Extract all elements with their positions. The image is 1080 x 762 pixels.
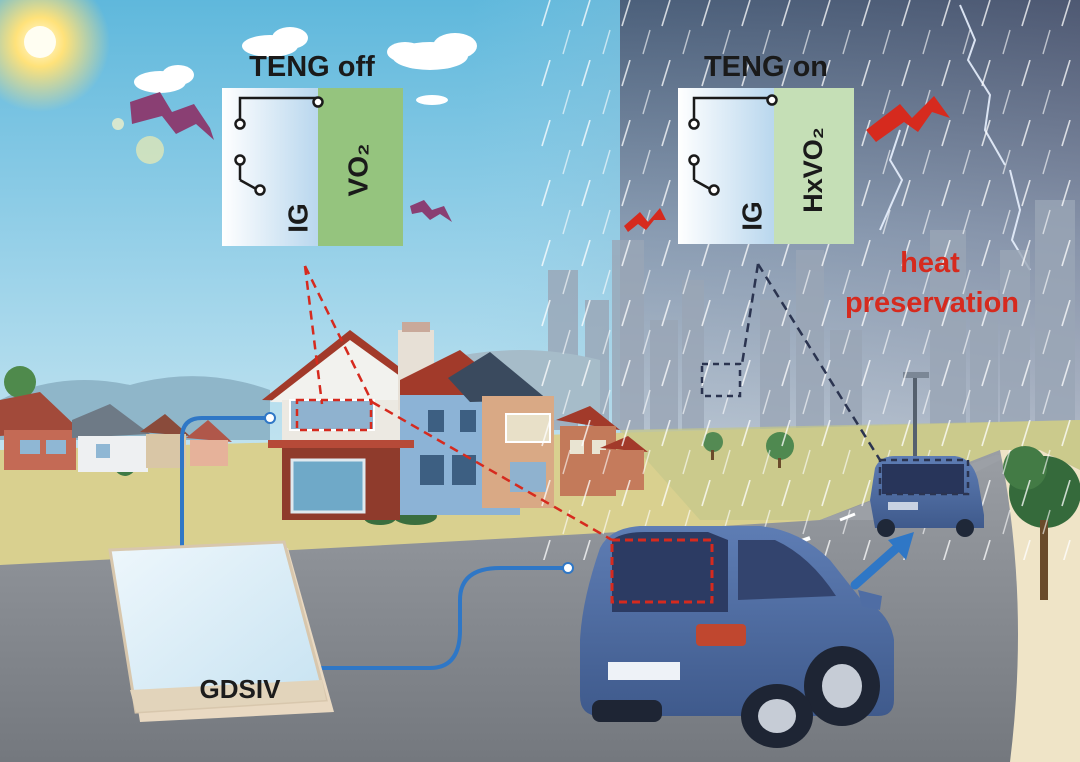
gdsiv-panel: GDSIV — [108, 540, 334, 722]
distant-car-window-highlight — [878, 458, 970, 496]
heat-wave-icon — [624, 96, 950, 232]
rain — [540, 0, 1080, 560]
hxvo2-layer — [774, 88, 854, 244]
heat-line-1: heat — [900, 247, 960, 279]
ig-layer — [222, 88, 318, 246]
wires — [180, 416, 570, 670]
teng-on-title: TENG on — [704, 51, 828, 83]
motion-arrow — [850, 532, 914, 590]
distant-car — [870, 456, 984, 537]
heat-preservation-label: heat preservation — [845, 247, 1019, 319]
teng-off-title: TENG off — [249, 51, 375, 83]
car-window-highlight — [610, 538, 714, 604]
teng-on-inset: TENG on IG HxVO₂ — [678, 51, 854, 244]
main-car — [580, 526, 894, 748]
cloud-icon — [387, 33, 477, 70]
sun-icon — [0, 0, 164, 164]
heat-wave-icon — [130, 92, 452, 222]
clouds — [134, 27, 477, 105]
vo2-label: VO₂ — [342, 144, 373, 197]
vo2-layer — [318, 88, 403, 246]
heat-line-2: preservation — [845, 287, 1019, 319]
houses-left — [0, 392, 232, 472]
zoom-leaders-right — [740, 263, 882, 461]
ig-label: IG — [282, 203, 313, 233]
cloud-icon — [242, 27, 308, 57]
zoom-leaders-left — [303, 265, 613, 542]
city-window-highlight — [700, 362, 742, 398]
switch-closed-icon — [688, 94, 778, 196]
switch-open-icon — [234, 96, 324, 196]
teng-off-inset: TENG off IG VO₂ — [222, 51, 403, 246]
wire-to-car — [316, 566, 570, 670]
cloud-icon — [416, 95, 448, 105]
hxvo2-label: HxVO₂ — [798, 127, 828, 213]
device-label: GDSIV — [200, 674, 282, 704]
ig-label: IG — [736, 201, 767, 231]
house-window-highlight — [295, 398, 373, 432]
wire-to-house — [180, 416, 272, 554]
cloud-icon — [134, 65, 194, 93]
